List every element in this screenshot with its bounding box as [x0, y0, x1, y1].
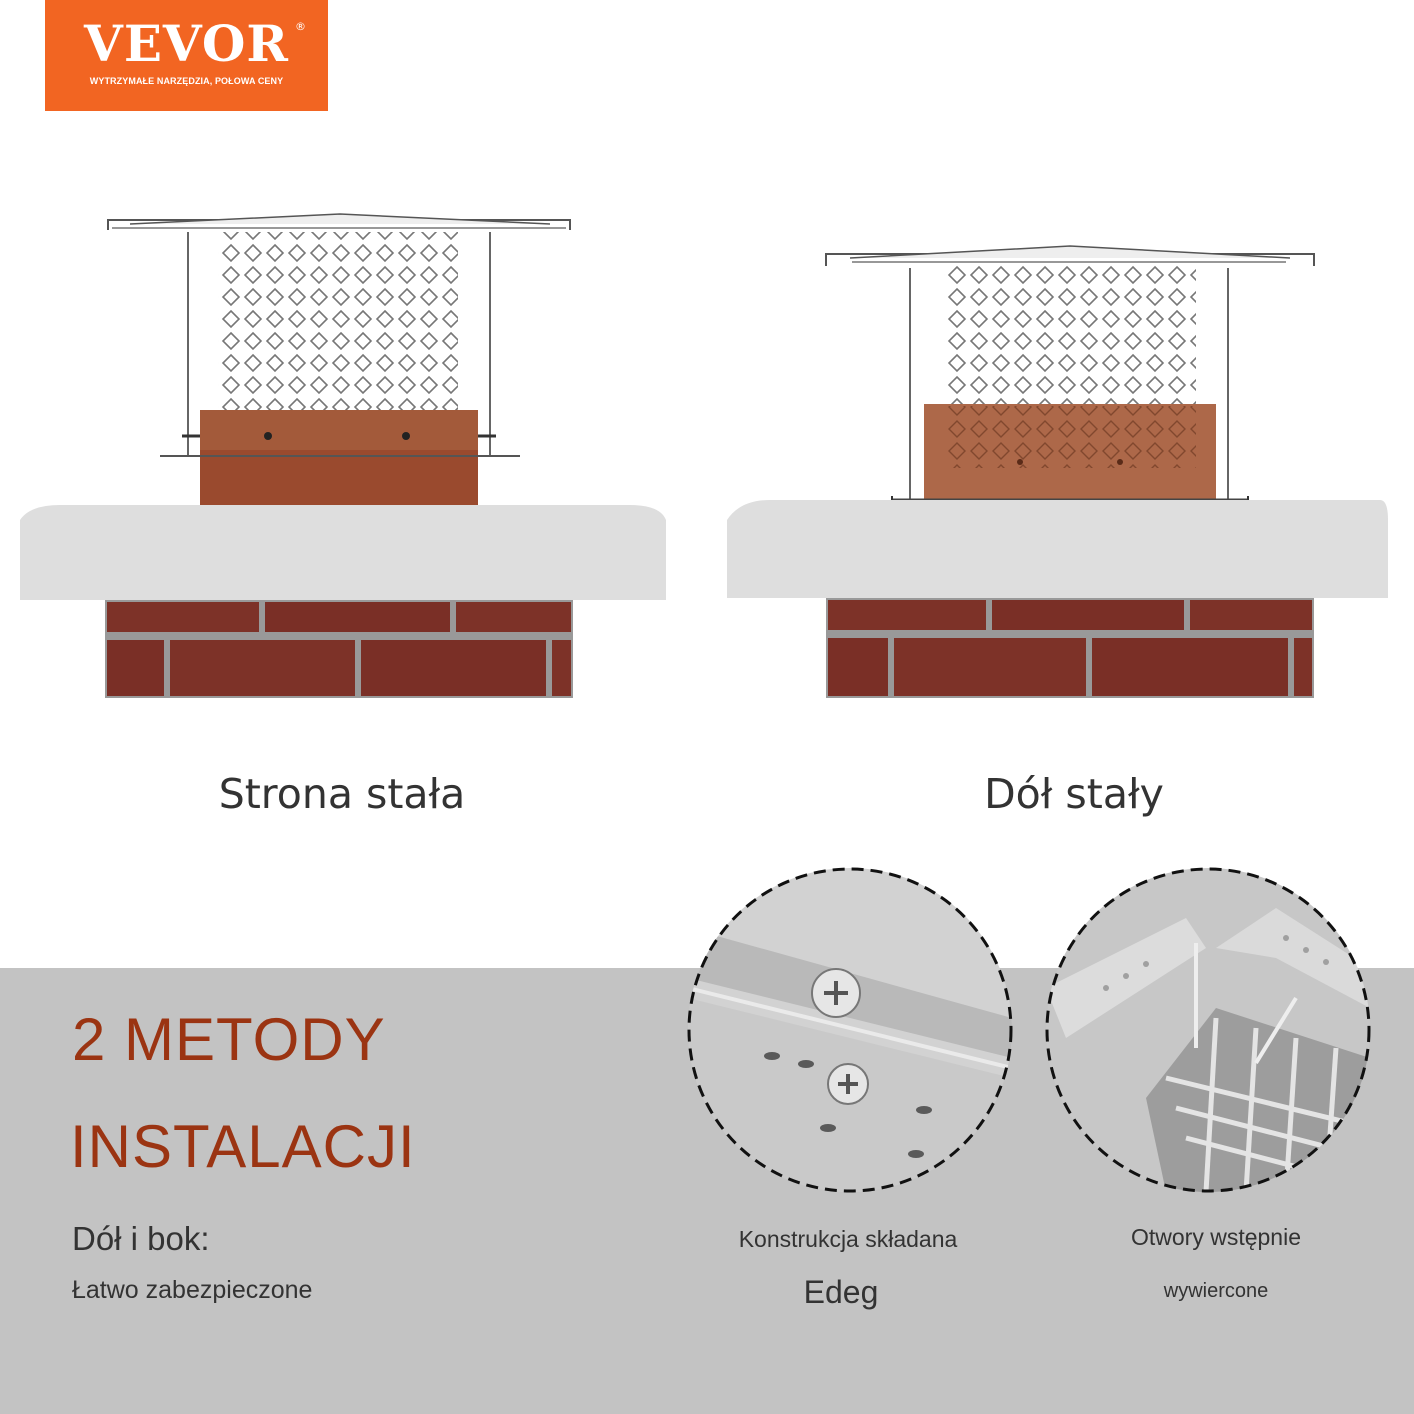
headline-line-1: 2 METODY [72, 1006, 386, 1073]
subtitle: Dół i bok: [72, 1220, 210, 1257]
dashed-border [687, 867, 1013, 1193]
caption-bottom-mount: Dół stały [984, 770, 1164, 818]
description: Łatwo zabezpieczone [72, 1276, 313, 1304]
brick-wall [826, 598, 1314, 698]
feature-2-label-line1: Otwory wstępnie [1130, 1224, 1301, 1250]
predrilled-holes-closeup [1046, 868, 1370, 1192]
chimney-crown [20, 505, 666, 600]
feature-2-label-line2: wywiercone [1163, 1280, 1269, 1302]
spark-arrestor-mesh [218, 232, 458, 410]
feature-1-label-line1: Konstrukcja składana [738, 1226, 958, 1252]
screw-icon [1254, 996, 1298, 1065]
headline-line-2: INSTALACJI [70, 1113, 416, 1180]
screw-icon [827, 1063, 869, 1105]
logo-registered-mark: ® [295, 20, 306, 33]
chimney-crown [727, 500, 1388, 598]
bottom-mount-illustration [727, 245, 1388, 698]
caption-side-mount: Strona stała [218, 770, 466, 818]
feature-1-label-line2: Edeg [803, 1274, 879, 1310]
side-mount-illustration [20, 213, 666, 698]
dashed-border [1045, 867, 1371, 1193]
folding-edge-closeup [688, 868, 1012, 1192]
brick-wall [105, 600, 573, 698]
screw-icon [811, 968, 861, 1018]
spark-arrestor-mesh [944, 264, 1196, 406]
logo-brand-text: VEVOR [84, 14, 289, 73]
brand-logo: VEVOR ® WYTRZYMAŁE NARZĘDZIA, POŁOWA CEN… [45, 0, 328, 111]
logo-tagline: WYTRZYMAŁE NARZĘDZIA, POŁOWA CENY [89, 76, 284, 86]
